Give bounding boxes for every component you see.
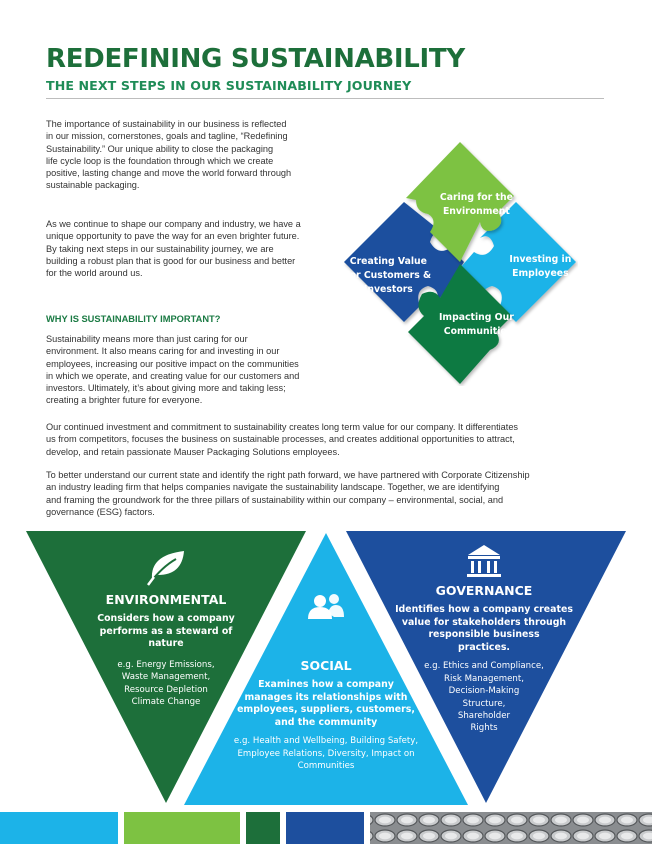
- page-subtitle: THE NEXT STEPS IN OUR SUSTAINABILITY JOU…: [46, 78, 412, 93]
- text-line: for the world around us.: [46, 268, 143, 279]
- text-line: e.g. Ethics and Compliance,: [424, 661, 544, 672]
- text-line: Resource Depletion: [124, 684, 208, 695]
- text-line: environment. It also means caring for an…: [46, 346, 280, 357]
- text-line: us from competitors, focuses the busines…: [46, 434, 515, 445]
- text-line: Sustainability.” Our unique ability to c…: [46, 143, 274, 154]
- text-line: unique opportunity to pave the way for a…: [46, 231, 300, 242]
- social-triangle: [184, 533, 468, 805]
- text-line: and the community: [274, 716, 378, 728]
- text-line: To better understand our current state a…: [46, 470, 530, 480]
- environmental-triangle: [26, 531, 306, 803]
- leaf-icon: [147, 551, 184, 586]
- footer-block-green: [124, 812, 240, 844]
- puzzle-top-line-2: Environment: [443, 206, 510, 217]
- text-line: employees, increasing our positive impac…: [46, 358, 299, 369]
- text-line: Waste Management,: [121, 672, 211, 683]
- intro-paragraph-1: The importance of sustainability in our …: [46, 118, 291, 192]
- footer-color-blocks: [0, 812, 652, 844]
- text-line: an industry leading firm that helps comp…: [46, 482, 500, 493]
- text-line: in which we operate, and creating value …: [46, 370, 300, 381]
- text-line: and framing the groundwork for the three…: [46, 494, 504, 505]
- text-line: develop, and retain passionate Mauser Pa…: [46, 446, 340, 457]
- social-examples: e.g. Health and Wellbeing, Building Safe…: [216, 735, 436, 772]
- governance-block: GOVERNANCE Identifies how a company crea…: [384, 583, 584, 735]
- footer-block-dark-green: [246, 812, 280, 844]
- text-line: value for stakeholders through: [401, 616, 567, 628]
- text-line: The importance of sustainability in our …: [46, 119, 287, 129]
- puzzle-piece-bottom: [408, 264, 512, 384]
- puzzle-bottom-line-1: Impacting Our: [439, 312, 514, 323]
- institution-icon: [467, 545, 501, 577]
- text-line: Identifies how a company creates: [395, 604, 573, 615]
- puzzle-piece-top: [406, 142, 514, 262]
- puzzle-left-line-3: Investors: [364, 284, 413, 295]
- text-line: positive, lasting change and move the wo…: [46, 168, 292, 179]
- footer-block-sky: [0, 812, 118, 844]
- text-line: Examines how a company: [258, 679, 394, 690]
- puzzle-right-line-2: Employees: [512, 268, 569, 279]
- text-line: Climate Change: [131, 697, 201, 707]
- why-paragraph-2: Our continued investment and commitment …: [46, 421, 518, 458]
- puzzle-piece-right: [460, 202, 576, 322]
- governance-triangle: [346, 531, 626, 803]
- puzzle-right-line-1: Investing in: [509, 254, 571, 265]
- text-line: Rights: [470, 723, 498, 734]
- text-line: sustainable packaging.: [46, 180, 140, 191]
- text-line: creating a brighter future for everyone.: [46, 395, 203, 406]
- text-line: life cycle loop is the foundation throug…: [46, 155, 274, 166]
- social-heading: SOCIAL: [300, 658, 352, 673]
- puzzle-left-line-2: for Customers &: [346, 270, 432, 281]
- text-line: By taking next steps in our sustainabili…: [46, 243, 274, 254]
- text-line: Decision-Making: [448, 686, 520, 697]
- title-divider: [46, 98, 604, 99]
- puzzle-bottom-line-2: Communities: [444, 326, 513, 337]
- text-line: Sustainability means more than just cari…: [46, 334, 248, 344]
- svg-text:Caring for the Environment: Caring for the Environment Creating Valu…: [346, 192, 575, 337]
- text-line: building a robust plan that is good for …: [46, 255, 296, 266]
- governance-examples: e.g. Ethics and Compliance,Risk Manageme…: [384, 660, 584, 734]
- text-line: employees, suppliers, customers,: [237, 704, 415, 716]
- intro-paragraph-2: As we continue to shape our company and …: [46, 218, 301, 279]
- people-icon: [308, 594, 344, 619]
- puzzle-top-line-1: Caring for the: [440, 192, 513, 203]
- page-title: REDEFINING SUSTAINABILITY: [46, 44, 465, 74]
- text-line: e.g. Energy Emissions,: [117, 659, 215, 670]
- footer-cans-photo: [370, 812, 652, 844]
- text-line: nature: [148, 638, 184, 650]
- text-line: performs as a steward of: [99, 625, 233, 637]
- text-line: governance (ESG) factors.: [46, 506, 155, 517]
- why-paragraph-3: To better understand our current state a…: [46, 469, 530, 518]
- puzzle-graphic: Caring for the Environment Creating Valu…: [344, 142, 576, 384]
- text-line: Employee Relations, Diversity, Impact on: [237, 748, 415, 759]
- why-heading: WHY IS SUSTAINABILITY IMPORTANT?: [46, 314, 221, 324]
- text-line: Structure,: [462, 698, 506, 709]
- text-line: Considers how a company: [97, 613, 235, 624]
- text-line: investors. Ultimately, it’s about giving…: [46, 383, 286, 394]
- why-paragraph-1: Sustainability means more than just cari…: [46, 333, 299, 407]
- text-line: responsible business: [428, 629, 540, 641]
- pillars-graphic: [26, 531, 626, 805]
- text-line: in our mission, cornerstones, goals and …: [46, 131, 288, 142]
- text-line: Our continued investment and commitment …: [46, 422, 519, 432]
- text-line: Risk Management,: [444, 673, 524, 684]
- footer-block-navy: [286, 812, 364, 844]
- environmental-examples: e.g. Energy Emissions, Waste Management,R…: [66, 659, 266, 709]
- governance-heading: GOVERNANCE: [435, 583, 533, 598]
- environmental-heading: ENVIRONMENTAL: [105, 592, 227, 607]
- text-line: Shareholder: [457, 711, 511, 721]
- text-line: Communities: [297, 761, 355, 772]
- text-line: manages its relationships with: [244, 691, 408, 703]
- text-line: e.g. Health and Wellbeing, Building Safe…: [233, 736, 419, 747]
- puzzle-left-line-1: Creating Value: [350, 256, 427, 267]
- text-line: practices.: [458, 641, 510, 653]
- text-line: As we continue to shape our company and …: [46, 219, 301, 229]
